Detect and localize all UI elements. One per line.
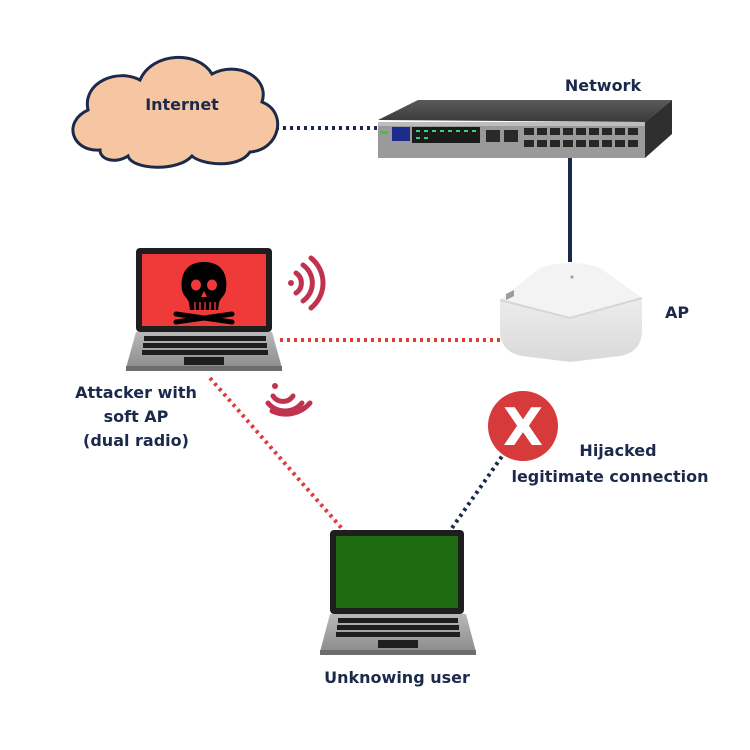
- ap-label: AP: [665, 303, 689, 322]
- hijacked-label-line1: Hijacked: [579, 441, 656, 460]
- wifi-signal-icon: [288, 255, 326, 311]
- link-attacker-user: [208, 376, 347, 534]
- internet-label: Internet: [145, 95, 219, 114]
- link-user-hijacked: [450, 450, 507, 530]
- laptop-icon: [320, 530, 476, 655]
- attacker-label-line1: Attacker with: [75, 383, 197, 402]
- user-label: Unknowing user: [324, 668, 470, 687]
- laptop-skull-icon: [126, 248, 282, 371]
- attacker-label-line3: (dual radio): [83, 431, 189, 450]
- wifi-signal-icon: [265, 383, 313, 417]
- network-switch-icon: [378, 100, 672, 158]
- network-label: Network: [565, 76, 642, 95]
- hijacked-label-line2: legitimate connection: [511, 467, 708, 486]
- x-mark: X: [503, 398, 543, 458]
- cloud-icon: [71, 55, 280, 169]
- skull-icon: [173, 262, 235, 325]
- access-point-icon: [499, 263, 643, 362]
- error-x-icon: X: [488, 391, 558, 461]
- attacker-label-line2: soft AP: [104, 407, 169, 426]
